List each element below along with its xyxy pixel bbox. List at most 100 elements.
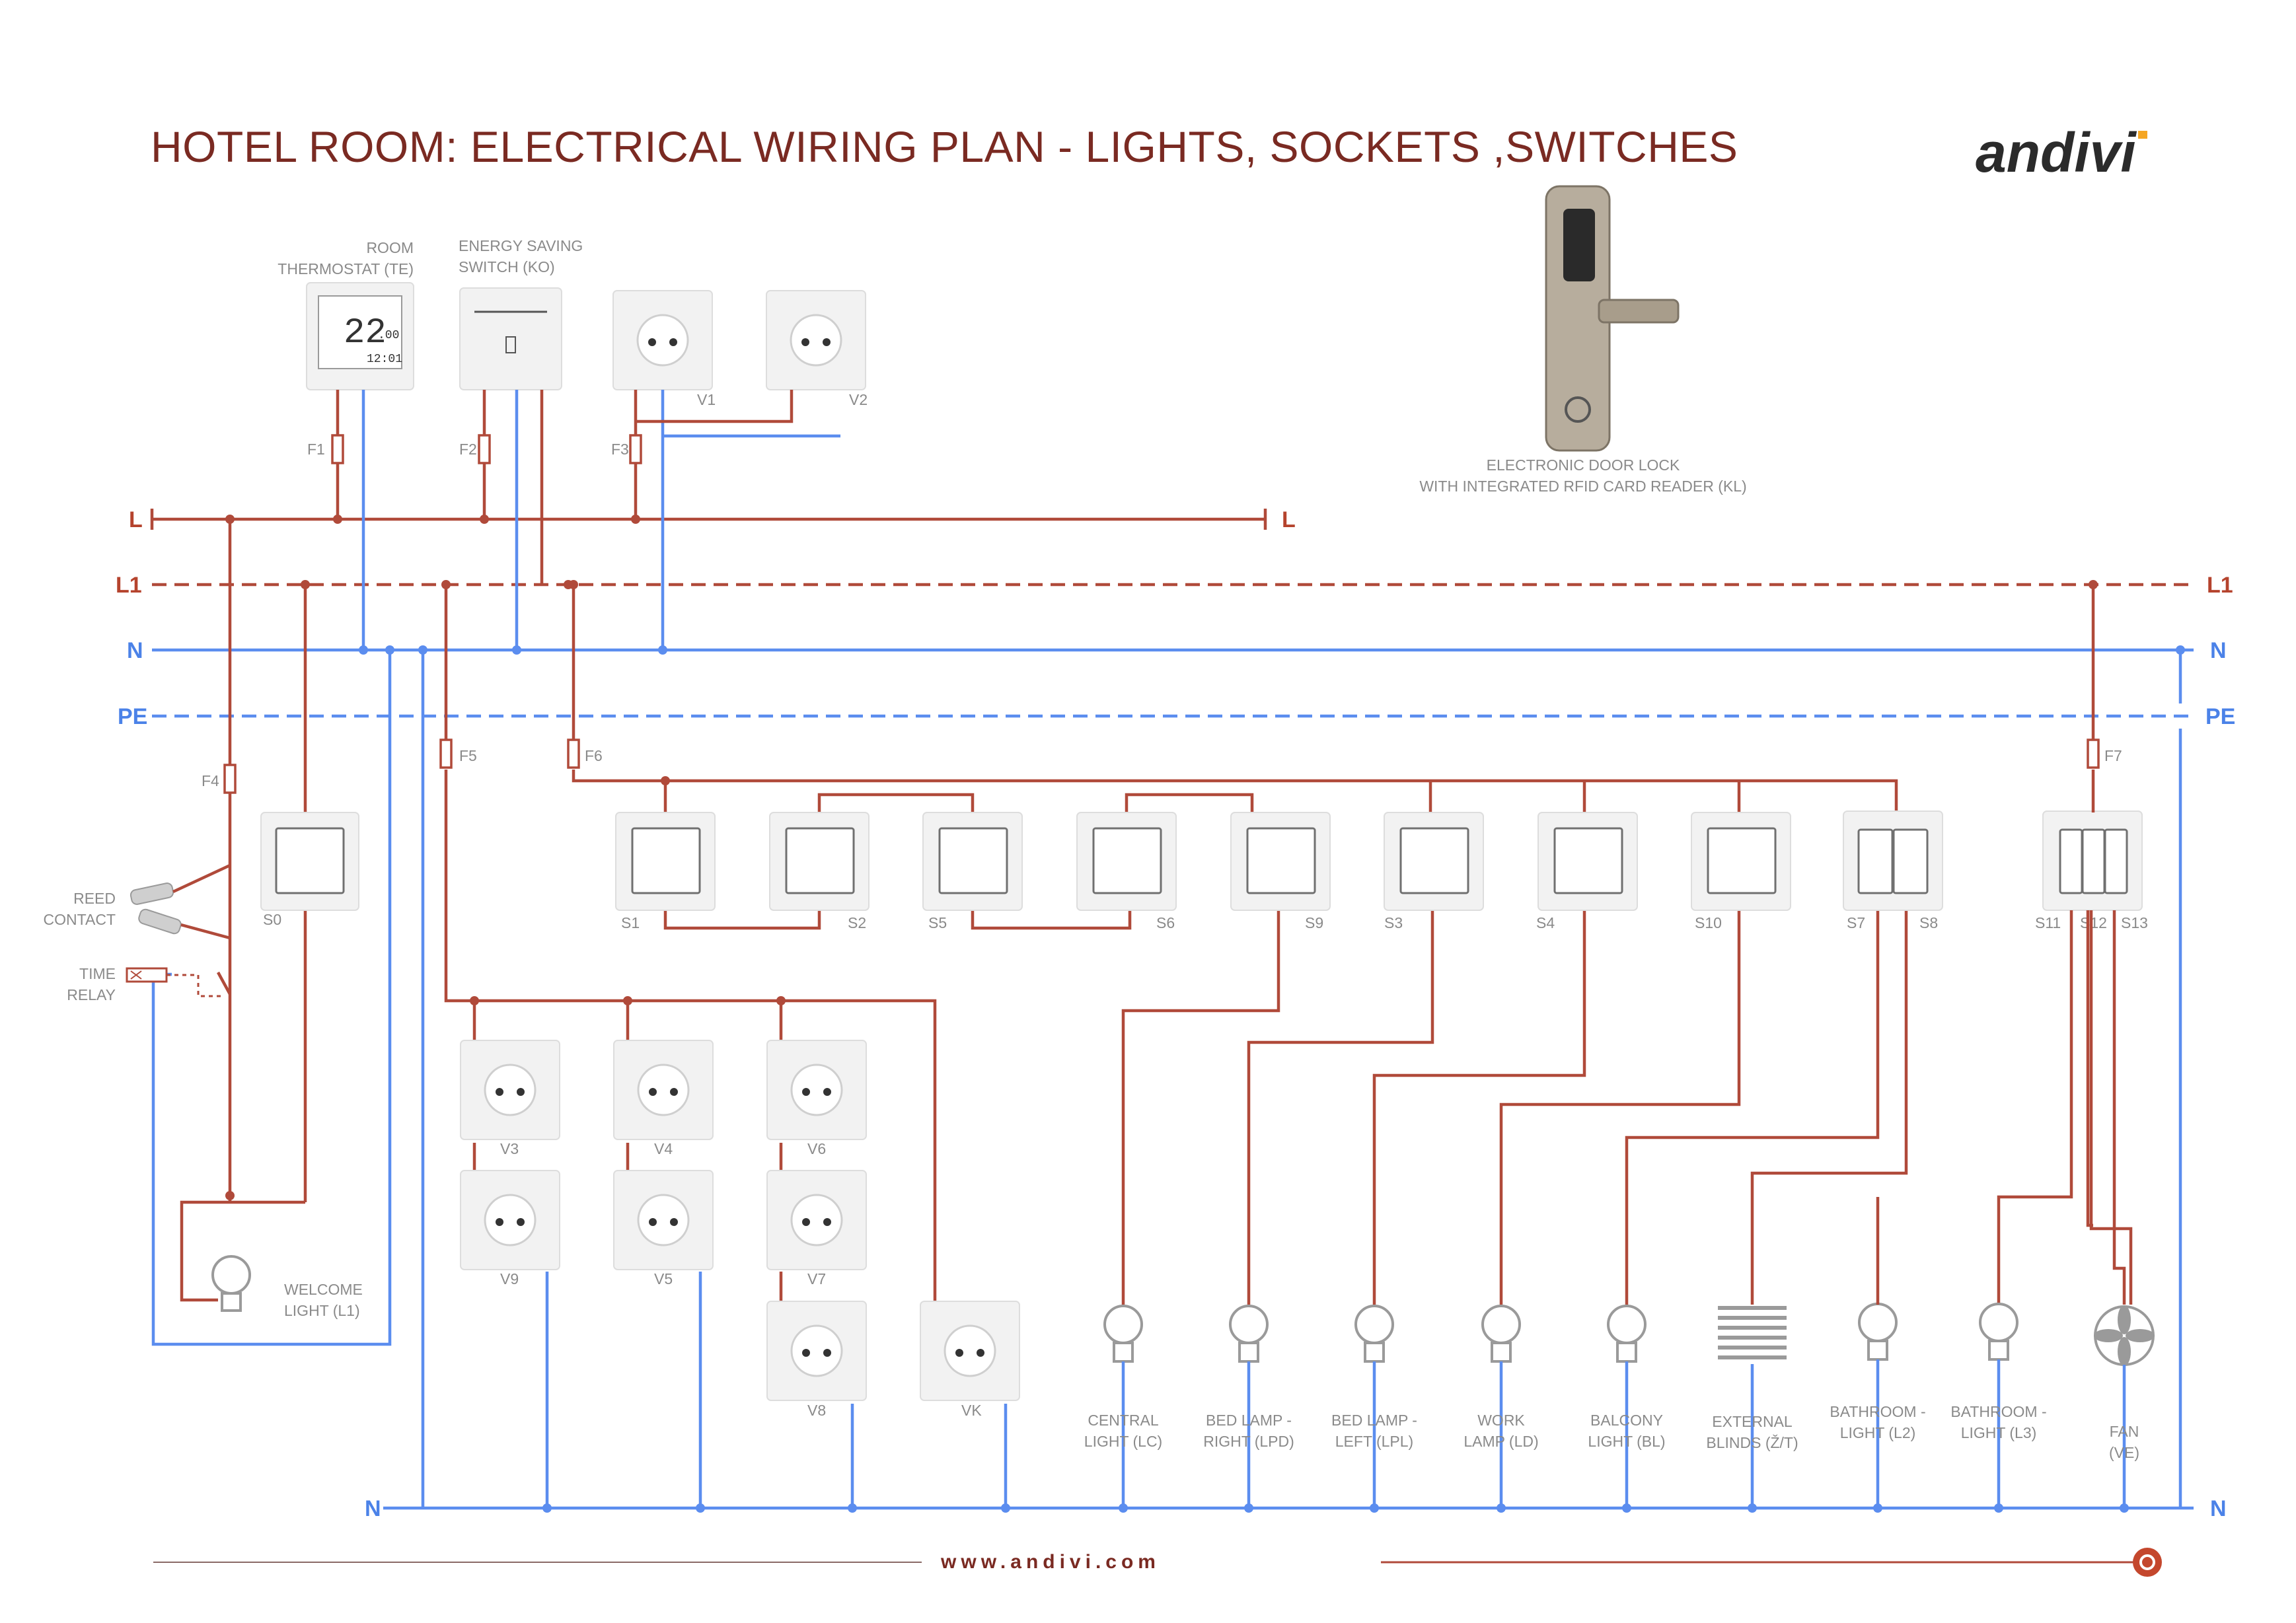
door-lock-label-1: ELECTRONIC DOOR LOCK [1487,456,1680,474]
fuse-f4: F4 [202,764,237,794]
load-bathroom-light-l2: BATHROOM - LIGHT (L2) [1830,1197,1926,1513]
badge-icon [2133,1548,2162,1577]
switch-s1: S1 [615,812,716,931]
thermostat-time: 12:01 [367,353,402,366]
switch-s13-rocker [2104,828,2128,894]
socket-v5-label: V5 [654,1270,673,1287]
load-fan-label-1: FAN [2110,1423,2139,1440]
reed-contact: REED CONTACT [44,863,231,940]
bus-n-bottom: N N [365,1496,2227,1521]
switch-s2-label: S2 [848,914,866,931]
fuse-f4-label: F4 [202,772,219,789]
socket-circuit-f5 [418,580,1010,1513]
fuse-f6: F6 [567,739,603,769]
switch-s5: S5 [922,812,1023,931]
load-central-light: CENTRAL LIGHT (LC) [1084,1305,1162,1513]
load-bathroom-light-l3: BATHROOM - LIGHT (L3) [1950,1303,2047,1513]
bus-l1-label-left: L1 [116,573,142,598]
switch-s0-rocker [275,827,345,894]
welcome-light-label-1: WELCOME [284,1281,363,1298]
load-bed-lamp-left: BED LAMP - LEFT (LPL) [1331,1305,1417,1513]
footer-url[interactable]: www.andivi.com [940,1551,1160,1573]
energy-switch-label-1: ENERGY SAVING [459,237,583,254]
fuse-f2: F2 [459,434,491,464]
switch-s3: S3 [1384,812,1484,931]
socket-v9: V9 [460,1170,560,1287]
welcome-light-label-2: LIGHT (L1) [284,1302,360,1319]
fuse-f5-label: F5 [459,747,477,764]
fuse-f1: F1 [307,434,344,464]
load-bathroom-light-l2-label-2: LIGHT (L2) [1840,1424,1916,1441]
time-relay-label-2: RELAY [67,986,116,1003]
welcome-light: WELCOME LIGHT (L1) [211,1255,363,1319]
socket-v1-label: V1 [697,391,716,408]
top-wiring [333,390,840,655]
welcome-light-circuit [151,515,394,1346]
load-bed-lamp-left-label-2: LEFT (LPL) [1335,1433,1413,1450]
socket-v5: V5 [613,1170,714,1287]
fuse-f7-label: F7 [2104,747,2122,764]
thermostat-label-1: ROOM [366,239,414,256]
fuse-f1-label: F1 [307,441,325,458]
socket-v6-label: V6 [807,1140,826,1157]
load-external-blinds-label-1: EXTERNAL [1712,1413,1793,1430]
fuse-f3-label: F3 [611,441,629,458]
fuse-f6-label: F6 [585,747,603,764]
switch-s10: S10 [1691,812,1791,931]
reed-label-2: CONTACT [44,911,116,928]
switch-s0: S0 [260,812,359,928]
switch-s4-rocker [1553,827,1623,894]
bus-n-bottom-label-right: N [2210,1496,2227,1521]
socket-v2-label: V2 [849,391,868,408]
load-bathroom-light-l3-label-1: BATHROOM - [1950,1403,2046,1420]
bus-l-label-left: L [129,507,143,532]
switch-s0-label: S0 [263,911,281,928]
switch-s13-label: S13 [2121,914,2148,931]
switch-s9-label: S9 [1305,914,1323,931]
socket-v7: V7 [766,1170,867,1287]
energy-saving-switch: ENERGY SAVING SWITCH (KO) [459,237,583,390]
switch-s6-rocker [1092,827,1162,894]
bus-pe: PE PE [118,704,2235,729]
switch-s3-rocker [1399,827,1469,894]
socket-v4-label: V4 [654,1140,673,1157]
fuse-f3: F3 [611,434,642,464]
socket-v1: V1 [612,290,716,408]
fuse-f7: F7 [2087,739,2122,769]
switch-s12-rocker [2081,828,2106,894]
switch-s9: S9 [1230,812,1331,931]
load-balcony-light-label-2: LIGHT (BL) [1588,1433,1665,1450]
load-balcony-light-label-1: BALCONY [1590,1412,1663,1429]
brand-name: andivi [1976,122,2137,184]
socket-v4: V4 [613,1040,714,1157]
page-title: HOTEL ROOM: ELECTRICAL WIRING PLAN - LIG… [151,122,1738,171]
bus-n-label-right: N [2210,638,2227,663]
bus-n-label-left: N [127,638,143,663]
bus-l-label-right: L [1282,507,1296,532]
switch-s1-rocker [631,827,701,894]
switch-s7-rocker [1857,828,1894,894]
switch-s2-rocker [785,827,855,894]
load-central-light-label-1: CENTRAL [1088,1412,1159,1429]
switch-s11-rocker [2059,828,2083,894]
socket-v9-label: V9 [500,1270,519,1287]
switch-s11-label: S11 [2035,914,2061,931]
load-bathroom-light-l2-label-1: BATHROOM - [1830,1403,1925,1420]
load-bed-lamp-right-label-2: RIGHT (LPD) [1203,1433,1294,1450]
switch-s3-label: S3 [1384,914,1403,931]
switch-s12-label: S12 [2080,914,2107,931]
load-fan-label-2: (VE) [2109,1444,2139,1461]
switch-s9-rocker [1246,827,1316,894]
switch-s4: S4 [1536,812,1638,931]
load-work-lamp-label-1: WORK [1477,1412,1525,1429]
logo-dot-icon [2138,131,2147,139]
switch-s2: S2 [769,812,870,931]
load-bed-lamp-right-label-1: BED LAMP - [1206,1412,1292,1429]
switch-s6: S6 [1076,812,1177,931]
load-central-light-label-2: LIGHT (LC) [1084,1433,1162,1450]
bus-l: L L [129,507,1296,532]
bus-pe-label-right: PE [2205,704,2235,729]
switch-s7-s8: S7 S8 [1843,811,1943,931]
load-fan: FAN (VE) [2094,1305,2155,1513]
